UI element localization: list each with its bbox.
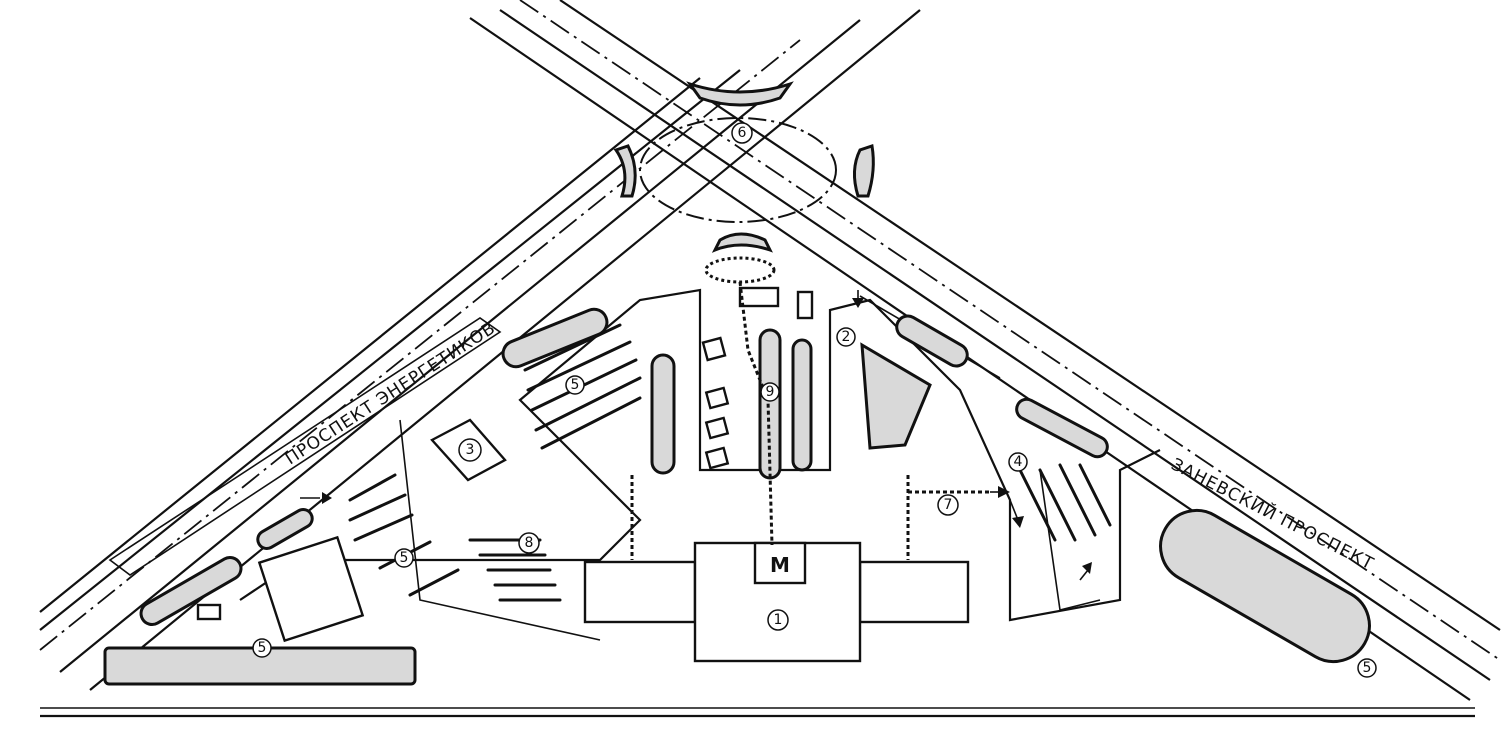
svg-text:8: 8 <box>525 535 534 551</box>
marker-5c: 5 <box>252 638 272 658</box>
parking-stripes <box>348 323 1112 602</box>
svg-text:6: 6 <box>738 125 747 141</box>
marker-5b: 5 <box>394 548 414 568</box>
marker-7: 7 <box>937 494 959 516</box>
svg-text:3: 3 <box>466 442 475 458</box>
stalls <box>196 286 814 621</box>
svg-text:5: 5 <box>400 550 409 566</box>
direction-arrows <box>300 290 1092 581</box>
marker-5d: 5 <box>1357 658 1377 678</box>
marker-4: 4 <box>1008 452 1028 472</box>
marker-6: 6 <box>731 122 753 144</box>
planted-beds <box>103 307 1371 686</box>
svg-text:1: 1 <box>774 612 783 628</box>
marker-9: 9 <box>760 382 780 402</box>
metro-sign: M <box>770 553 790 577</box>
marker-1: 1 <box>767 609 789 631</box>
pedestrian-paths <box>630 281 990 560</box>
marker-3: 3 <box>458 438 482 462</box>
svg-text:4: 4 <box>1014 454 1023 470</box>
marker-5a: 5 <box>565 375 585 395</box>
svg-text:5: 5 <box>571 377 580 393</box>
marker-8: 8 <box>518 532 540 554</box>
marker-2: 2 <box>836 327 856 347</box>
svg-text:5: 5 <box>258 640 267 656</box>
svg-text:9: 9 <box>766 384 775 400</box>
buildings <box>257 418 970 663</box>
svg-text:5: 5 <box>1363 660 1372 676</box>
svg-text:7: 7 <box>944 497 953 513</box>
svg-text:2: 2 <box>842 329 851 345</box>
